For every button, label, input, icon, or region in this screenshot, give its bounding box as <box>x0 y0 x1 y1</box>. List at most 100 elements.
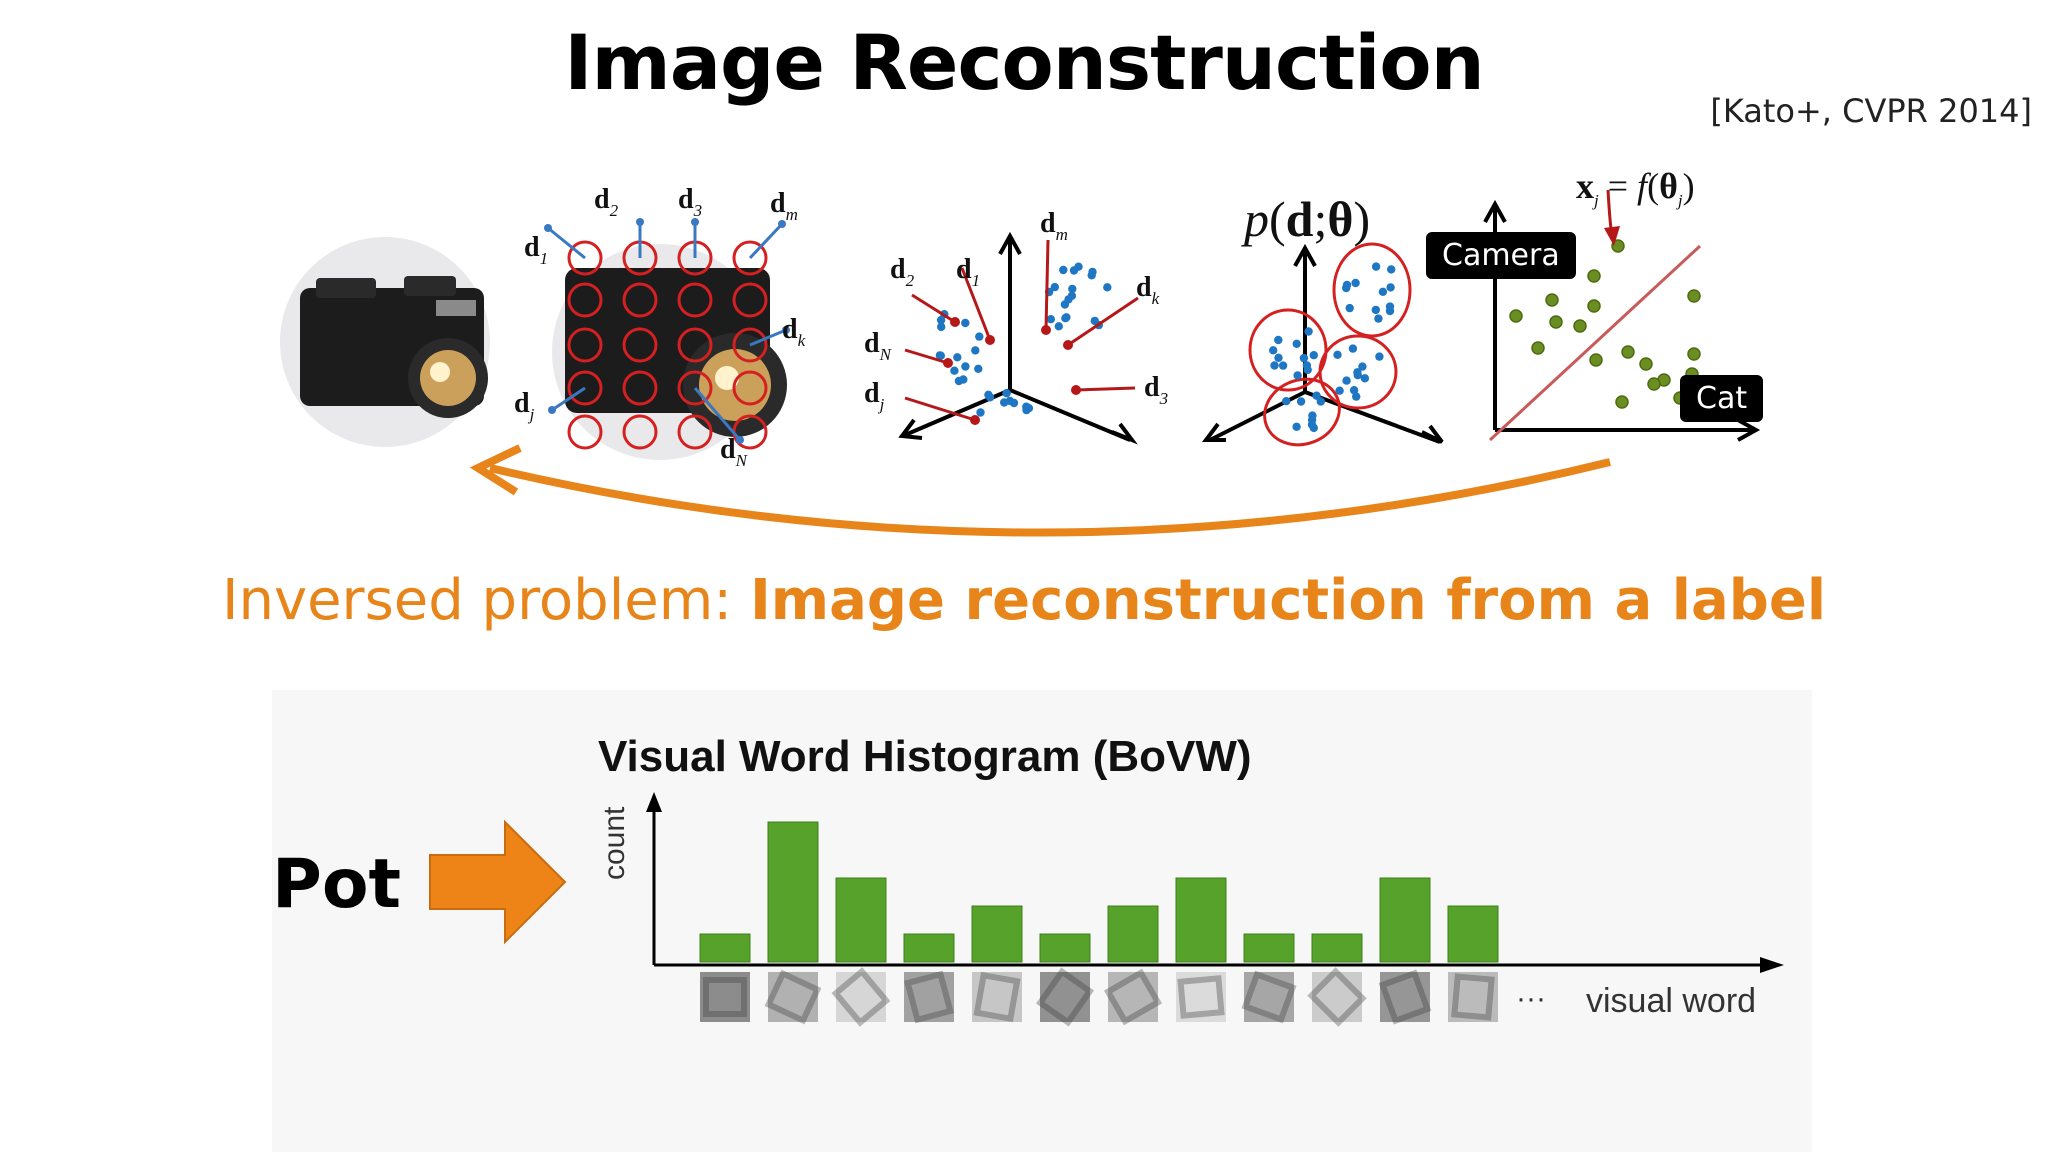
curved-arrow-left-icon <box>489 458 1611 537</box>
feature-point <box>937 322 946 332</box>
patch-background <box>972 972 1022 1022</box>
feature-point <box>1009 398 1019 408</box>
classifier-point <box>1687 347 1701 361</box>
gmm-point <box>1349 386 1359 395</box>
feature-point <box>1064 295 1073 304</box>
gmm-point <box>1292 339 1301 348</box>
classifier-point <box>1647 377 1661 391</box>
histogram-panel <box>272 690 1812 1152</box>
sampling-circle <box>732 282 768 318</box>
feature-point <box>975 332 984 341</box>
descriptor-arrow-head <box>544 224 552 232</box>
feature-arrow-head <box>1063 340 1073 350</box>
histogram-bar <box>699 933 751 963</box>
patch-background <box>836 972 886 1022</box>
feature-arrow <box>1044 239 1050 331</box>
block-arrow-right-icon <box>429 819 567 945</box>
camera-icon <box>280 237 490 447</box>
classifier-point <box>1549 315 1563 329</box>
gmm-point <box>1385 302 1395 311</box>
classifier-point <box>1687 289 1701 303</box>
histogram-bar <box>767 821 819 963</box>
gmm-point <box>1345 303 1354 313</box>
feature-point <box>961 318 970 328</box>
patch-background <box>1040 972 1090 1022</box>
descriptor-label: dj <box>514 388 535 424</box>
feature-label: dj <box>864 378 885 414</box>
visual-word-patch <box>1103 968 1163 1026</box>
gmm-point <box>1293 371 1302 380</box>
histogram-bar <box>1447 905 1499 963</box>
sampling-circle <box>677 327 713 363</box>
descriptor-label: dN <box>720 434 749 470</box>
sampling-circle <box>567 327 603 363</box>
patch-background <box>768 972 818 1022</box>
descriptor-arrow-head <box>782 326 790 334</box>
sampling-circle <box>567 370 603 406</box>
feature-point <box>954 376 964 386</box>
visual-word-patch <box>1035 967 1095 1027</box>
classifier-point <box>1615 395 1629 409</box>
feature-point <box>953 353 962 362</box>
feature-point <box>936 315 946 325</box>
gmm-point <box>1375 352 1384 361</box>
patch-edge <box>703 977 747 1017</box>
cat-label: Cat <box>1680 375 1764 422</box>
feature-point <box>1068 284 1077 294</box>
decision-boundary <box>1488 244 1702 442</box>
gmm-point <box>1353 368 1362 377</box>
gmm-point <box>1274 335 1283 345</box>
gmm-point <box>1360 374 1370 383</box>
patch-edge <box>1378 969 1432 1025</box>
feature-point <box>1046 315 1056 324</box>
feature-arrow <box>1075 386 1136 392</box>
visual-word-patch <box>700 972 750 1022</box>
slide-title: Image Reconstruction <box>564 18 1485 107</box>
sampling-circle <box>567 414 603 450</box>
gmm-point <box>1302 361 1312 370</box>
patch-background <box>1244 972 1294 1022</box>
y-axis-arrow-icon <box>646 792 662 812</box>
sampling-circle <box>622 414 658 450</box>
feature-point <box>1062 313 1071 322</box>
descriptor-arrow <box>748 222 784 260</box>
sampling-circle <box>732 370 768 406</box>
histogram-bar <box>1107 905 1159 963</box>
feature-point <box>1002 389 1011 398</box>
classifier-point <box>1545 293 1559 307</box>
classifier-point <box>1587 299 1601 313</box>
patch-edge <box>1177 975 1225 1019</box>
visual-word-patch <box>1307 967 1367 1027</box>
descriptor-arrow-head <box>691 218 699 226</box>
gmm-point <box>1278 361 1288 370</box>
feature-points <box>935 262 1112 417</box>
patch-edge <box>1103 968 1163 1026</box>
feature-point <box>1088 267 1097 277</box>
feature-label: dm <box>1040 208 1068 244</box>
gmm-point <box>1309 423 1319 433</box>
sampling-circle <box>677 414 713 450</box>
gmm-formula: p(d;θ) <box>1244 191 1371 247</box>
classifier-point <box>1611 239 1625 253</box>
sampling-circle <box>622 370 658 406</box>
subtitle-normal: Inversed problem: <box>221 568 750 633</box>
patch-background <box>1380 972 1430 1022</box>
gmm-point <box>1342 376 1351 385</box>
classifier-point <box>1621 345 1635 359</box>
arrowhead-icon <box>469 444 522 496</box>
gmm-point <box>1351 278 1360 288</box>
gmm-points <box>1269 262 1396 433</box>
feature-arrow <box>904 396 976 422</box>
descriptor-arrow <box>551 386 586 412</box>
gmm-point <box>1316 397 1326 406</box>
sampling-grid <box>567 240 768 450</box>
patch-background <box>904 972 954 1022</box>
gmm-point <box>1371 262 1381 271</box>
gmm-point <box>1309 351 1319 360</box>
sampling-circle <box>622 327 658 363</box>
feature-arrow <box>960 267 992 341</box>
descriptor-arrow-head <box>548 406 556 414</box>
feature-arrow-head <box>950 317 960 327</box>
